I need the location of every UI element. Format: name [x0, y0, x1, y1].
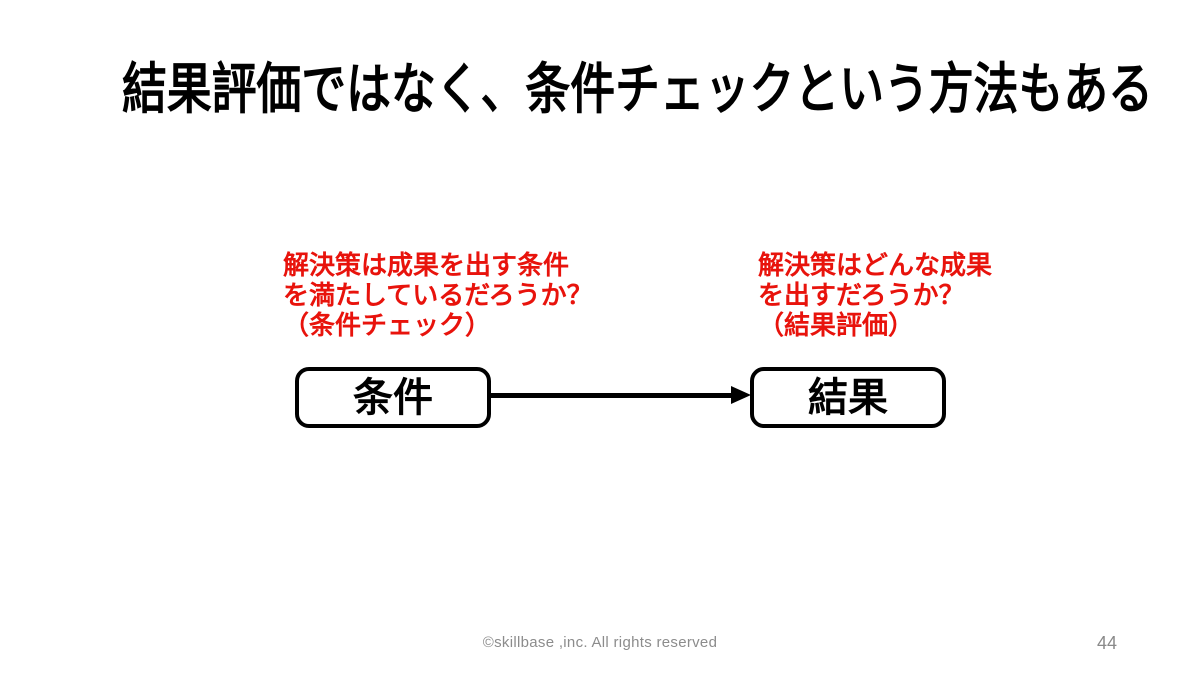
- annotation-line-3: （条件チェック）: [283, 310, 492, 340]
- annotation-line-1: 解決策は成果を出す条件: [283, 250, 570, 280]
- arrow-head-icon: [731, 386, 751, 404]
- annotation-line-3: （結果評価）: [758, 310, 915, 340]
- slide-title: 結果評価ではなく、条件チェックという方法もある: [122, 58, 1153, 120]
- result-box: 結果: [750, 367, 946, 428]
- annotation-line-2: を出すだろうか？: [758, 280, 965, 310]
- page-number: 44: [1097, 633, 1118, 653]
- condition-check-annotation: 解決策は成果を出す条件 を満たしているだろうか？ （条件チェック）: [283, 250, 593, 340]
- result-box-label: 結果: [808, 375, 888, 420]
- connector-arrow-line: [491, 393, 733, 398]
- condition-box-label: 条件: [353, 375, 433, 420]
- result-evaluation-annotation: 解決策はどんな成果 を出すだろうか？ （結果評価）: [758, 250, 992, 340]
- footer-copyright: ©skillbase ,inc. All rights reserved: [482, 634, 718, 651]
- annotation-line-1: 解決策はどんな成果: [758, 250, 993, 280]
- annotation-line-2: を満たしているだろうか？: [283, 280, 593, 310]
- condition-box: 条件: [295, 367, 491, 428]
